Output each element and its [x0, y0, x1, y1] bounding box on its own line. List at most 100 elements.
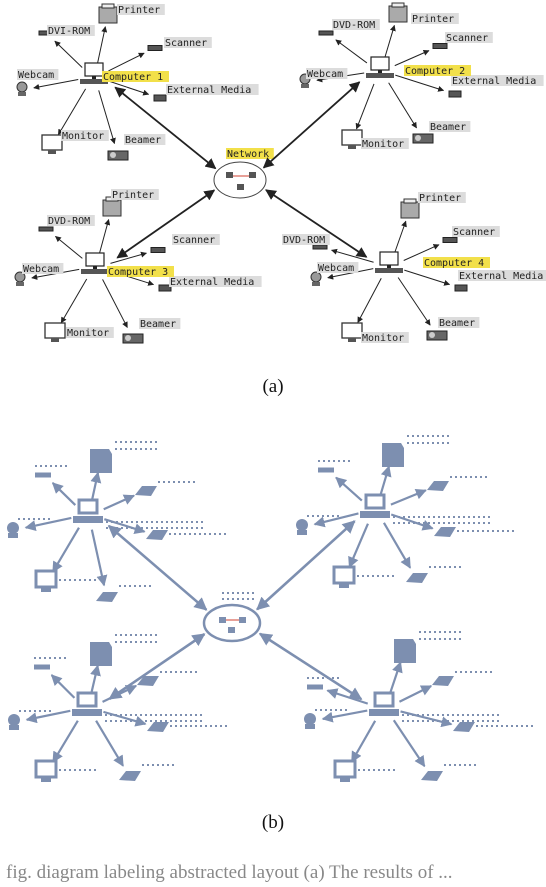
placeholder-dot	[485, 671, 487, 673]
placeholder-dot	[59, 769, 61, 771]
placeholder-dot	[59, 579, 61, 581]
printer-label-placeholder	[407, 435, 449, 437]
device-link-arrow	[403, 244, 440, 261]
placeholder-dot	[449, 631, 451, 633]
placeholder-dot	[478, 522, 480, 524]
printer-label-bg	[411, 13, 459, 24]
placeholder-dot	[433, 516, 435, 518]
beamer-lens	[110, 152, 116, 158]
placeholder-dot	[490, 671, 492, 673]
placeholder-dot	[185, 714, 187, 716]
device-link-arrow	[54, 40, 83, 68]
printer-label-placeholder	[419, 631, 461, 633]
webcam-label-placeholder	[18, 518, 50, 520]
abstract-cloud-icon	[202, 603, 262, 643]
device-link-arrow	[355, 83, 375, 130]
placeholder-dot	[158, 481, 160, 483]
placeholder-dot	[468, 516, 470, 518]
placeholder-dot	[378, 769, 380, 771]
placeholder-dot	[427, 720, 429, 722]
webcam-icon	[14, 271, 26, 286]
placeholder-dot	[477, 720, 479, 722]
keyboard	[81, 269, 109, 274]
placeholder-dot	[150, 634, 152, 636]
abstract-external-media-icon	[453, 722, 475, 732]
placeholder-dot	[176, 521, 178, 523]
placeholder-dot	[145, 641, 147, 643]
placeholder-dot	[186, 527, 188, 529]
placeholder-dot	[120, 441, 122, 443]
placeholder-dot	[317, 677, 319, 679]
placeholder-dot	[131, 521, 133, 523]
placeholder-dot	[476, 725, 478, 727]
external-media-icon	[153, 94, 167, 102]
placeholder-dot	[48, 518, 50, 520]
placeholder-dot	[18, 518, 20, 520]
abstract-external-media-icon	[434, 527, 456, 537]
webcam-label-placeholder	[307, 515, 339, 517]
placeholder-dot	[449, 764, 451, 766]
placeholder-dot	[155, 448, 157, 450]
computer-icon	[81, 252, 109, 274]
placeholder-dot	[165, 714, 167, 716]
computer-label-placeholder	[106, 527, 203, 529]
placeholder-dot	[315, 709, 317, 711]
placeholder-dot	[428, 516, 430, 518]
abstract-printer-icon	[90, 642, 112, 666]
placeholder-dot	[125, 448, 127, 450]
printer-label-placeholder	[115, 441, 157, 443]
scanner-label-placeholder	[450, 476, 487, 478]
abstract-device-link-arrow	[25, 709, 71, 724]
external-media-label: External Media	[167, 85, 251, 96]
placeholder-dot	[418, 522, 420, 524]
monitor-screen	[341, 129, 363, 146]
network-label-placeholder	[222, 592, 254, 594]
abstract-webcam-base	[8, 533, 18, 538]
placeholder-dot	[184, 533, 186, 535]
placeholder-dot	[454, 631, 456, 633]
external-media-label-bg	[458, 270, 546, 281]
placeholder-dot	[457, 714, 459, 716]
abstract-device-link-arrow	[335, 476, 363, 502]
placeholder-dot	[428, 522, 430, 524]
abstract-scanner-icon	[432, 676, 454, 686]
printer-label-placeholder	[115, 634, 157, 636]
scanner-label-placeholder	[455, 671, 492, 673]
keyboard	[375, 268, 403, 273]
abstract-device-link-arrow	[326, 688, 369, 705]
placeholder-dot	[501, 725, 503, 727]
placeholder-dot	[196, 527, 198, 529]
device-link-arrow	[102, 279, 128, 328]
placeholder-dot	[526, 725, 528, 727]
abstract-network-link-arrow	[258, 632, 363, 701]
placeholder-dot	[417, 720, 419, 722]
printer-label-placeholder	[407, 442, 449, 444]
placeholder-dot	[497, 714, 499, 716]
webcam-label: Webcam	[23, 264, 59, 275]
placeholder-dot	[475, 671, 477, 673]
placeholder-dot	[200, 720, 202, 722]
device-link-arrow	[57, 88, 87, 136]
placeholder-dot	[427, 442, 429, 444]
placeholder-dot	[190, 671, 192, 673]
abstract-device-link-arrow	[348, 523, 369, 569]
placeholder-dot	[417, 435, 419, 437]
computer-label-placeholder	[402, 714, 499, 716]
placeholder-dot	[480, 476, 482, 478]
placeholder-dot	[175, 714, 177, 716]
device-link-arrow	[97, 26, 108, 64]
placeholder-dot	[418, 516, 420, 518]
abstract-monitor-icon	[333, 759, 357, 782]
webcam-head	[16, 81, 28, 93]
computer-label: Computer 1	[103, 72, 163, 83]
placeholder-dot	[125, 714, 127, 716]
webcam-icon	[16, 81, 28, 96]
device-link-arrow	[335, 39, 368, 64]
placeholder-dot	[462, 714, 464, 716]
computer-screen	[370, 56, 390, 71]
network-label-bg	[226, 148, 274, 159]
abstract-webcam-head	[7, 522, 19, 534]
placeholder-dot	[402, 720, 404, 722]
placeholder-dot	[49, 710, 51, 712]
placeholder-dot	[152, 764, 154, 766]
